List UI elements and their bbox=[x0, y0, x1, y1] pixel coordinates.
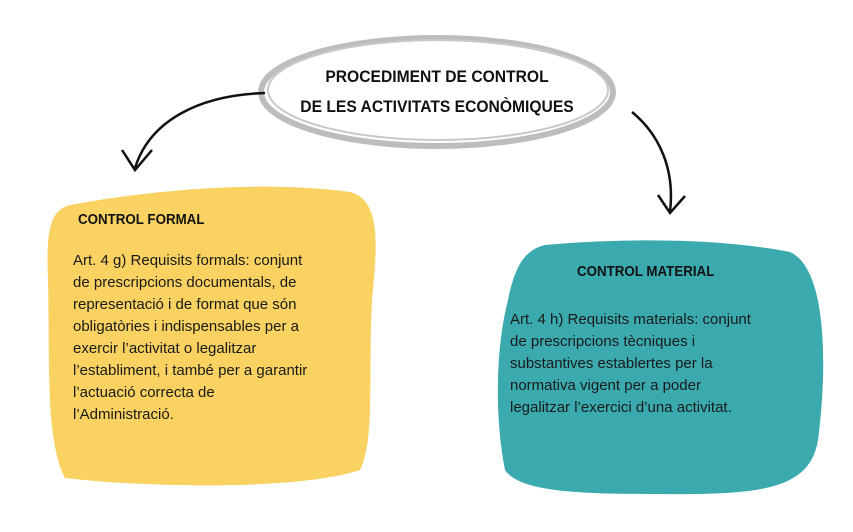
arrow-right bbox=[631, 111, 673, 213]
material-heading: CONTROL MATERIAL bbox=[577, 264, 715, 280]
text-line: legalitzar l’exercici d’una activitat. bbox=[510, 399, 732, 416]
title-line: DE LES ACTIVITATS ECONÒMIQUES bbox=[300, 97, 574, 116]
diagram-title: PROCEDIMENT DE CONTROL DE LES ACTIVITATS… bbox=[283, 62, 590, 122]
title-line: PROCEDIMENT DE CONTROL bbox=[325, 67, 549, 86]
text-line: de prescripcions documentals, de bbox=[73, 274, 297, 291]
arrow-right-head bbox=[656, 194, 686, 216]
arrow-left-head bbox=[120, 149, 153, 173]
arrow-left bbox=[133, 91, 266, 169]
title-ellipse-inner bbox=[267, 39, 609, 141]
text-line: normativa vigent per a poder bbox=[510, 377, 701, 394]
text-line: de prescripcions tècniques i bbox=[510, 333, 696, 350]
text-line: representació i de format que són bbox=[73, 296, 297, 313]
material-description: Art. 4 h) Requisits materials: conjunt d… bbox=[510, 309, 751, 419]
text-line: substantives establertes per la bbox=[510, 355, 713, 372]
formal-heading: CONTROL FORMAL bbox=[78, 212, 205, 228]
text-line: Art. 4 h) Requisits materials: conjunt bbox=[510, 311, 751, 328]
text-line: l’Administració. bbox=[73, 406, 174, 423]
text-line: l’establiment, i també per a garantir bbox=[73, 362, 308, 379]
text-line: l’actuació correcta de bbox=[73, 384, 215, 401]
text-line: Art. 4 g) Requisits formals: conjunt bbox=[73, 252, 303, 269]
formal-description: Art. 4 g) Requisits formals: conjunt de … bbox=[73, 250, 307, 426]
text-line: exercir l’activitat o legalitzar bbox=[73, 340, 257, 357]
text-line: obligatòries i indispensables per a bbox=[73, 318, 299, 335]
formal-blob bbox=[47, 186, 376, 486]
material-blob bbox=[497, 240, 824, 495]
